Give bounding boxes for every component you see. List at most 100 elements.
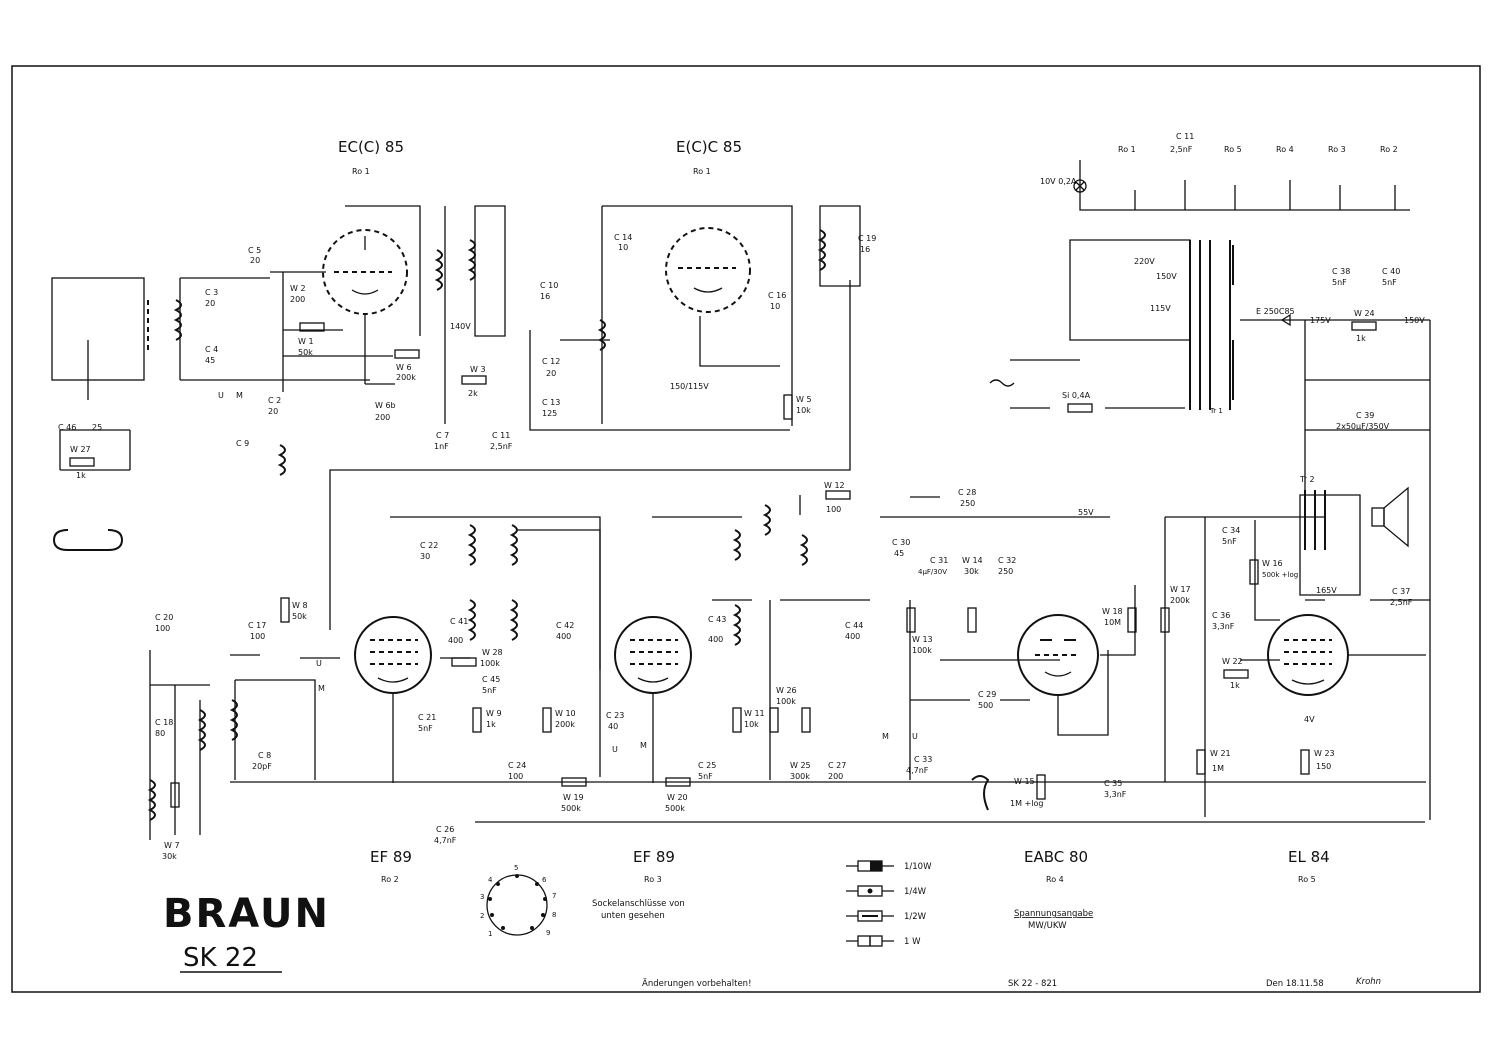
label-c23-value: 40 [608, 722, 618, 731]
label-c4: C 4 [205, 345, 218, 354]
label-w25: W 25 [790, 761, 811, 770]
pickup-jack-icon [971, 775, 990, 811]
label-w10-value: 200k [555, 720, 575, 729]
socket-pin-5: 5 [514, 864, 518, 872]
label-lamp: 10V 0,2A [1040, 177, 1077, 186]
tube-ecc85-a-symbol [322, 229, 408, 315]
label-w17-value: 200k [1170, 596, 1190, 605]
socket-pin-1: 1 [488, 930, 492, 938]
tube-eabc80-title: EABC 80 [1024, 848, 1088, 866]
tube-ef89-b-symbol [614, 616, 692, 694]
label-c5: C 5 [248, 246, 261, 255]
label-c41-value: 400 [448, 636, 463, 645]
socket-note-line2: unten gesehen [601, 911, 665, 921]
tube-ecc85-b-title: E(C)C 85 [676, 138, 742, 156]
label-w6-value: 200k [396, 373, 416, 382]
label-c39: C 39 [1356, 411, 1374, 420]
label-tr2: Tr 2 [1299, 475, 1315, 484]
label-c14: C 14 [614, 233, 632, 242]
legend-1-10w: 1/10W [904, 862, 932, 872]
label-c43: C 43 [708, 615, 726, 624]
label-c8-value: 20pF [252, 762, 272, 771]
label-c2: C 2 [268, 396, 281, 405]
label-c8: C 8 [258, 751, 271, 760]
label-w21: W 21 [1210, 749, 1231, 758]
label-w23-value: 150 [1316, 762, 1331, 771]
tube-ef89-b-title: EF 89 [633, 848, 675, 866]
label-c11-value: 2,5nF [490, 442, 513, 451]
label-c12: C 12 [542, 357, 560, 366]
label-w5-value: 10k [796, 406, 811, 415]
switch-u-4: U [912, 732, 918, 741]
label-w24-value: 1k [1356, 334, 1366, 343]
switch-m-1: M [236, 391, 243, 400]
label-v150-115: 150/115V [670, 382, 709, 391]
tube-ecc85-b-symbol [665, 227, 751, 313]
label-w6: W 6 [396, 363, 412, 372]
socket-pin-7: 7 [552, 892, 556, 900]
resistor-symbols [69, 321, 1377, 808]
switch-m-2: M [318, 684, 325, 693]
label-c3-value: 20 [205, 299, 215, 308]
label-w23: W 23 [1314, 749, 1335, 758]
label-c39-value: 2x50µF/350V [1336, 422, 1390, 431]
mains-plug-icon [989, 313, 1291, 387]
label-c3: C 3 [205, 288, 218, 297]
tube-eabc80-symbol [1017, 614, 1099, 696]
label-c27: C 27 [828, 761, 846, 770]
label-c17: C 17 [248, 621, 266, 630]
label-w25-value: 300k [790, 772, 810, 781]
switch-u-3: U [612, 745, 618, 754]
label-c9: C 9 [236, 439, 249, 448]
label-c34: C 34 [1222, 526, 1240, 535]
label-c13-value: 125 [542, 409, 557, 418]
label-c25: C 25 [698, 761, 716, 770]
sheet-border [11, 65, 1481, 993]
label-c20-value: 100 [155, 624, 170, 633]
label-c35: C 35 [1104, 779, 1122, 788]
label-w8-value: 50k [292, 612, 307, 621]
label-w3-value: 2k [468, 389, 478, 398]
label-w6b: W 6b [375, 401, 396, 410]
label-w1-value: 50k [298, 348, 313, 357]
label-w18-value: 10M [1104, 618, 1121, 627]
label-c22-value: 30 [420, 552, 430, 561]
label-heater-ro1: Ro 1 [1118, 145, 1136, 154]
label-w22-value: 1k [1230, 681, 1240, 690]
label-tap-115: 115V [1150, 304, 1171, 313]
label-c32: C 32 [998, 556, 1016, 565]
label-c27-value: 200 [828, 772, 843, 781]
switch-u-1: U [218, 391, 224, 400]
legend-1w: 1 W [904, 937, 921, 947]
label-w7: W 7 [164, 841, 180, 850]
label-w26-value: 100k [776, 697, 796, 706]
voltage-note-line2: MW/UKW [1028, 921, 1067, 931]
label-c22: C 22 [420, 541, 438, 550]
label-c18-value: 80 [155, 729, 165, 738]
socket-pin-4: 4 [488, 876, 493, 884]
label-w15-value: 1M +log [1010, 799, 1043, 808]
label-c29-value: 500 [978, 701, 993, 710]
voltage-note-line1: Spannungsangabe [1014, 909, 1093, 919]
tube-eabc80-socket: Ro 4 [1046, 875, 1064, 884]
label-c28: C 28 [958, 488, 976, 497]
tube-ef89-b-socket: Ro 3 [644, 875, 662, 884]
footer-changes: Änderungen vorbehalten! [642, 978, 751, 989]
label-c44-value: 400 [845, 632, 860, 641]
label-w18: W 18 [1102, 607, 1123, 616]
label-v165: 165V [1316, 586, 1337, 595]
label-c24: C 24 [508, 761, 526, 770]
footer-signature: Krohn [1356, 977, 1381, 987]
label-c45-value: 5nF [482, 686, 497, 695]
label-w13-value: 100k [912, 646, 932, 655]
tube-ecc85-a-socket: Ro 1 [352, 167, 370, 176]
label-c45: C 45 [482, 675, 500, 684]
label-c46-value: 25 [92, 423, 102, 432]
label-c37-value: 2,5nF [1390, 598, 1413, 607]
label-tap-150: 150V [1156, 272, 1177, 281]
label-heater-c11-value: 2,5nF [1170, 145, 1193, 154]
label-c25-value: 5nF [698, 772, 713, 781]
socket-pin-9: 9 [546, 929, 550, 937]
label-c4-value: 45 [205, 356, 215, 365]
